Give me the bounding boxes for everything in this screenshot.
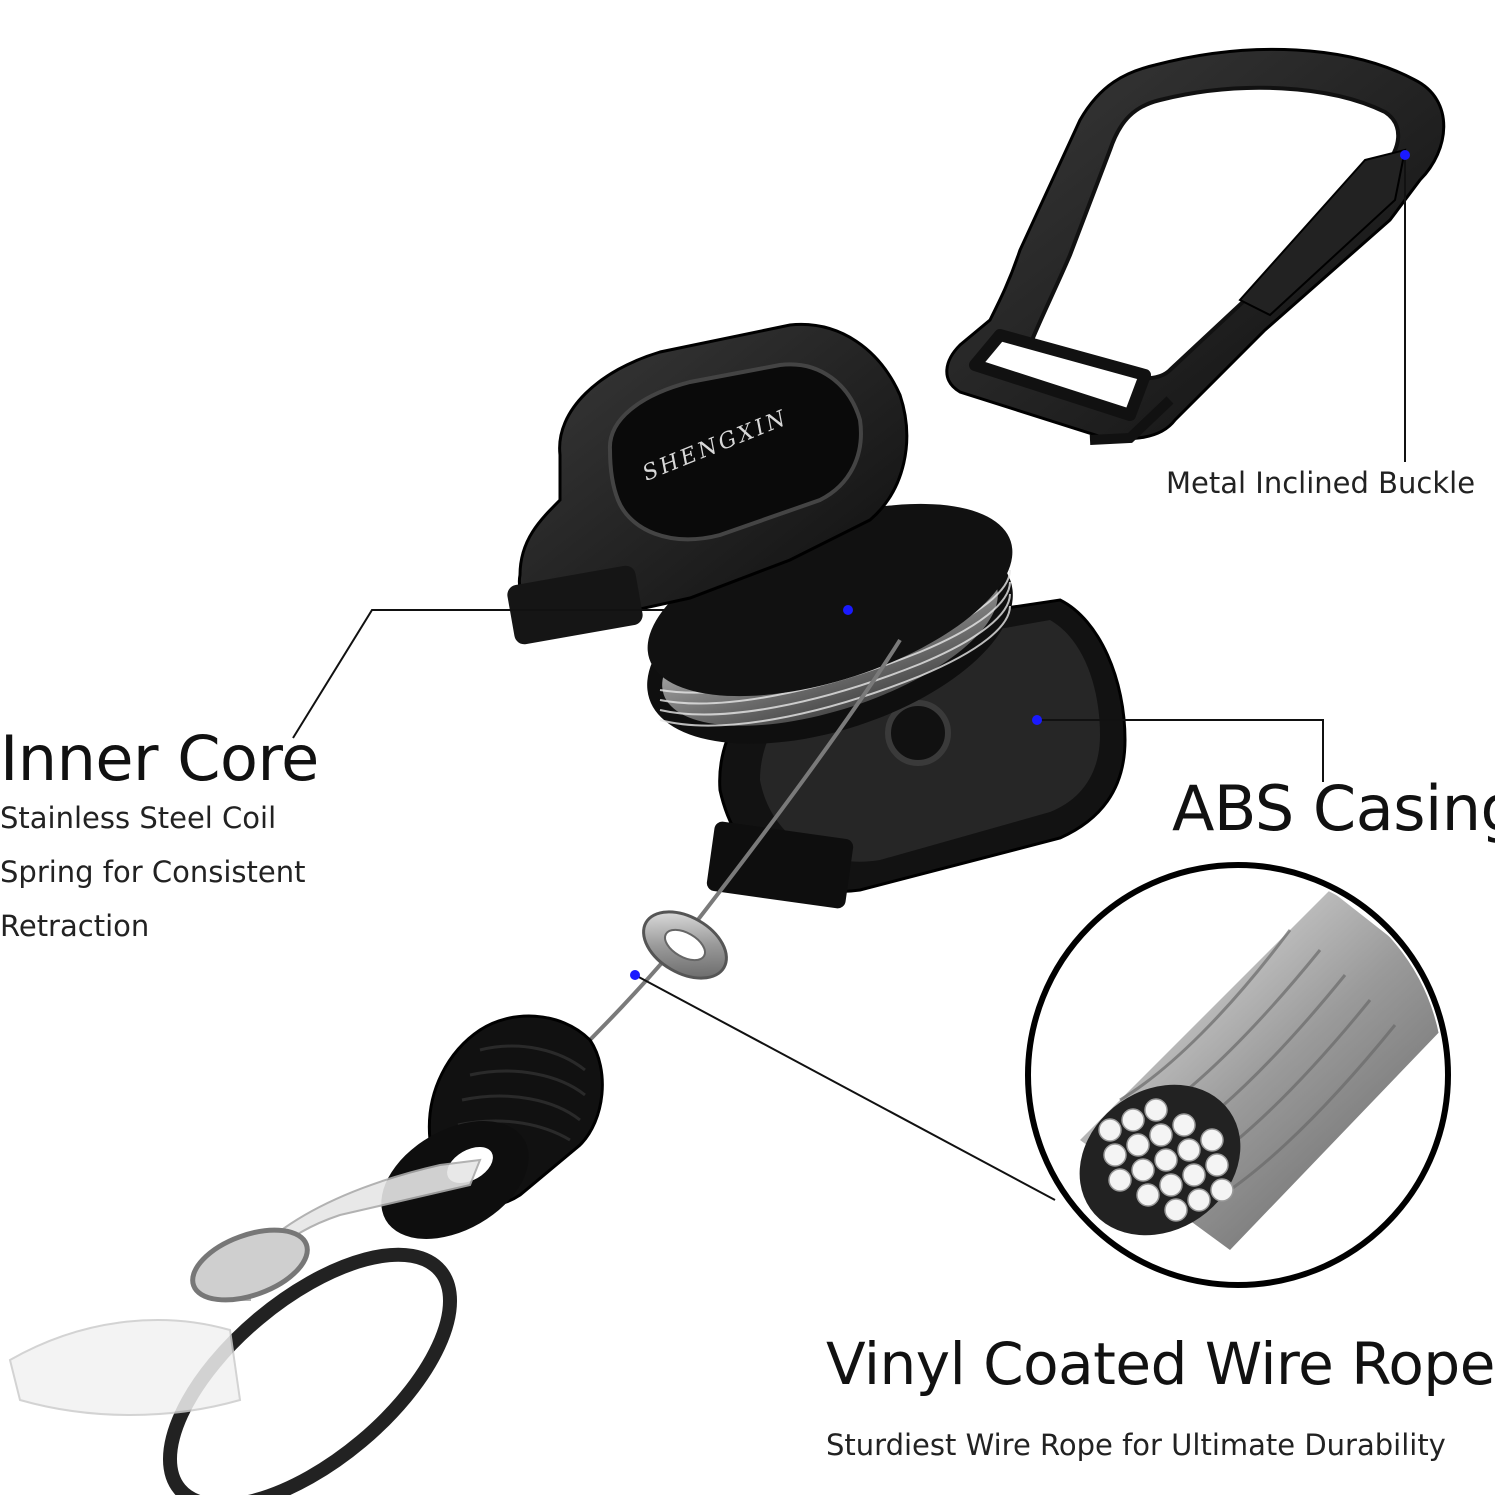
wire-rope-closeup-icon xyxy=(1025,862,1451,1288)
inner-core-line-2: Spring for Consistent xyxy=(0,855,306,889)
buckle-callout xyxy=(1400,150,1410,462)
badge-clip-icon xyxy=(8,1014,604,1495)
wire-rope-title: Vinyl Coated Wire Rope xyxy=(826,1330,1495,1398)
inner-core-line-1: Stainless Steel Coil xyxy=(0,801,277,835)
wire-rope-subtitle: Sturdiest Wire Rope for Ultimate Durabil… xyxy=(826,1428,1446,1462)
abs-casing-callout xyxy=(1032,715,1324,782)
inner-core-line-3: Retraction xyxy=(0,909,150,943)
carabiner-icon xyxy=(945,47,1446,445)
abs-casing-title: ABS Casing xyxy=(1172,772,1495,845)
inner-core-callout xyxy=(292,605,853,739)
wire-cable xyxy=(568,638,902,1062)
reel-icon xyxy=(507,322,909,645)
wire-rope-callout xyxy=(630,970,1056,1201)
buckle-label: Metal Inclined Buckle xyxy=(1166,466,1476,500)
inner-core-title: Inner Core xyxy=(0,722,319,795)
